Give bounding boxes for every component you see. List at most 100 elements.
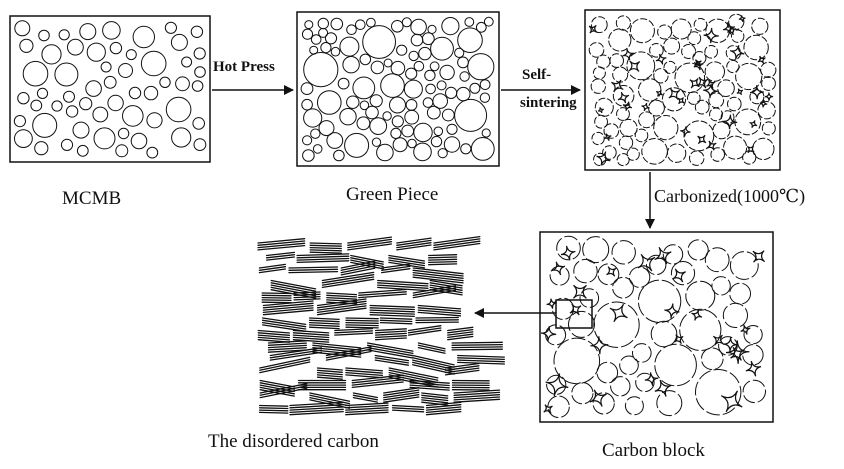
graphene-layer [288,266,339,269]
sphere [115,144,129,158]
sphere [418,46,432,61]
graphene-layer [444,362,480,369]
graphene-layer [374,335,407,339]
graphene-layer [388,371,439,384]
sphere [339,36,360,57]
sphere [421,32,435,46]
sphere [312,144,323,154]
sphere [648,99,665,117]
sphere [303,52,339,88]
pore [703,83,718,99]
sphere [54,62,79,87]
graphene-layer [383,394,420,401]
sphere [681,44,697,59]
sphere [594,97,614,117]
sphere [317,17,329,30]
sphere [656,390,683,417]
graphene-layer [396,237,432,244]
pore [590,336,609,355]
graphene-layer [258,263,287,269]
sphere [427,24,437,34]
graphene-layer [345,367,383,372]
graphene-layer [345,409,389,414]
graphene-layer [447,331,474,336]
sphere [146,112,163,129]
graphene-layer [270,282,317,292]
sphere [612,66,629,83]
graphene-layer [377,284,429,289]
graphene-layer [257,238,306,244]
graphene-layer [316,302,367,311]
sphere [376,143,394,162]
graphene-layer [334,327,374,332]
graphene-layer [412,276,464,284]
graphene-layer [409,382,450,387]
sphere [63,90,75,103]
graphene-layer [351,374,404,382]
graphene-layer [417,309,462,315]
sphere [301,28,314,40]
graphene-layer [358,293,407,299]
graphene-layer [457,354,505,358]
graphene-layer [312,342,362,349]
sphere [391,20,404,33]
sphere [590,16,608,34]
graphene-layer [347,236,393,244]
pore [637,253,656,272]
sphere [722,302,749,328]
sphere [626,147,640,161]
sphere [426,105,441,120]
sphere [479,79,491,90]
graphene-layer [417,307,462,312]
sphere [446,123,458,135]
pore [597,107,605,114]
sphere [653,115,679,141]
sphere [687,91,701,105]
graphene-layer [388,374,439,386]
sphere [632,343,652,363]
graphene-layer [396,244,432,251]
pore [589,389,607,407]
sphere [454,98,488,132]
carbon-block-caption: Carbon block [602,440,705,461]
sphere [657,24,673,40]
green-piece-caption: Green Piece [346,184,439,205]
graphene-layer [369,304,415,308]
graphene-layer [259,386,295,395]
sphere [743,325,763,345]
graphene-layer [269,349,322,359]
sphere [14,129,33,149]
sphere [391,115,404,128]
sphere [51,100,63,112]
graphene-layer [391,407,425,411]
sphere [731,29,745,43]
sphere [661,87,687,112]
graphene-layer [388,254,426,262]
pore [596,151,611,166]
pore [560,245,576,261]
graphene-layer [358,291,407,296]
sintered-pores [588,15,774,166]
graphene-layer [262,304,314,311]
graphene-layer [374,337,407,341]
graphene-layer [259,389,295,397]
graphene-layer [428,260,458,264]
graphene-layer [289,410,344,416]
graphene-layer [258,411,289,414]
graphene-layer [383,391,420,399]
graphene-layer [259,382,295,390]
graphene-layer [457,361,505,365]
graphene-layer [257,336,291,341]
pore [668,88,681,100]
sphere [194,66,206,78]
sphere [309,45,319,55]
graphene-layer [261,296,292,299]
sphere [457,56,469,69]
sphere [704,45,719,59]
sphere [679,308,722,351]
graphene-layer [417,346,446,354]
sphere [629,18,655,44]
sphere [711,276,731,296]
sphere [726,59,740,74]
